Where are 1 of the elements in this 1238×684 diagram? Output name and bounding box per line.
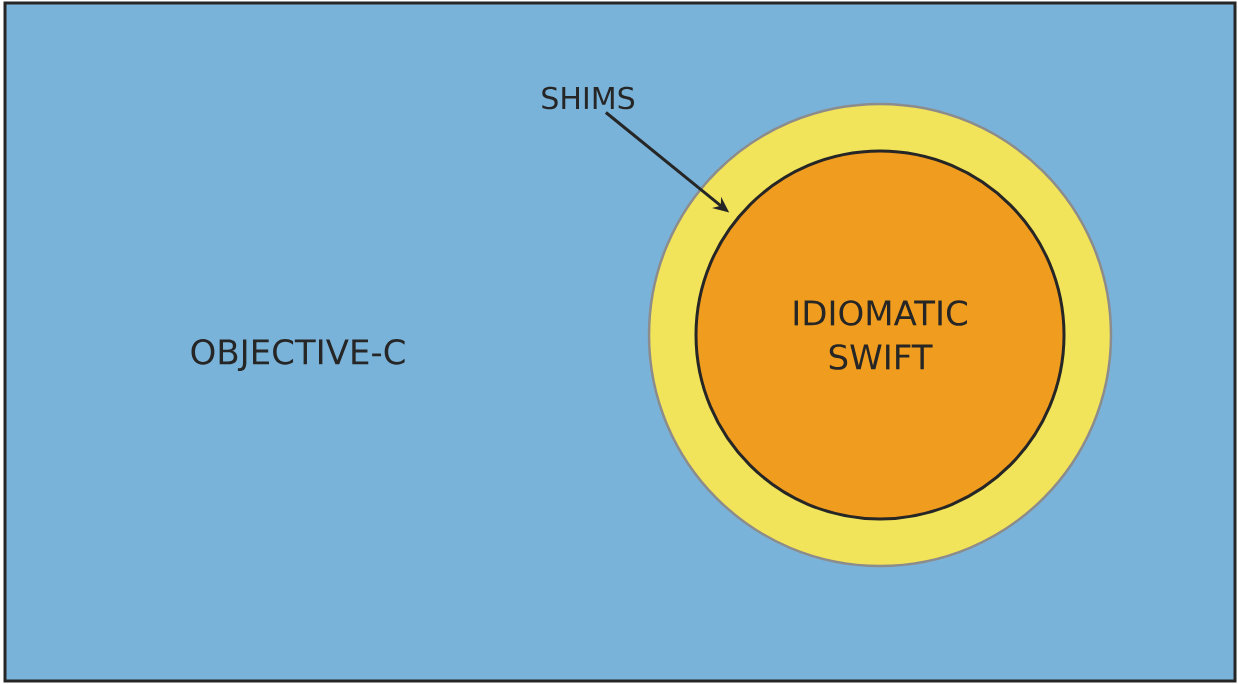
callout-text: SHIMS: [542, 86, 635, 110]
